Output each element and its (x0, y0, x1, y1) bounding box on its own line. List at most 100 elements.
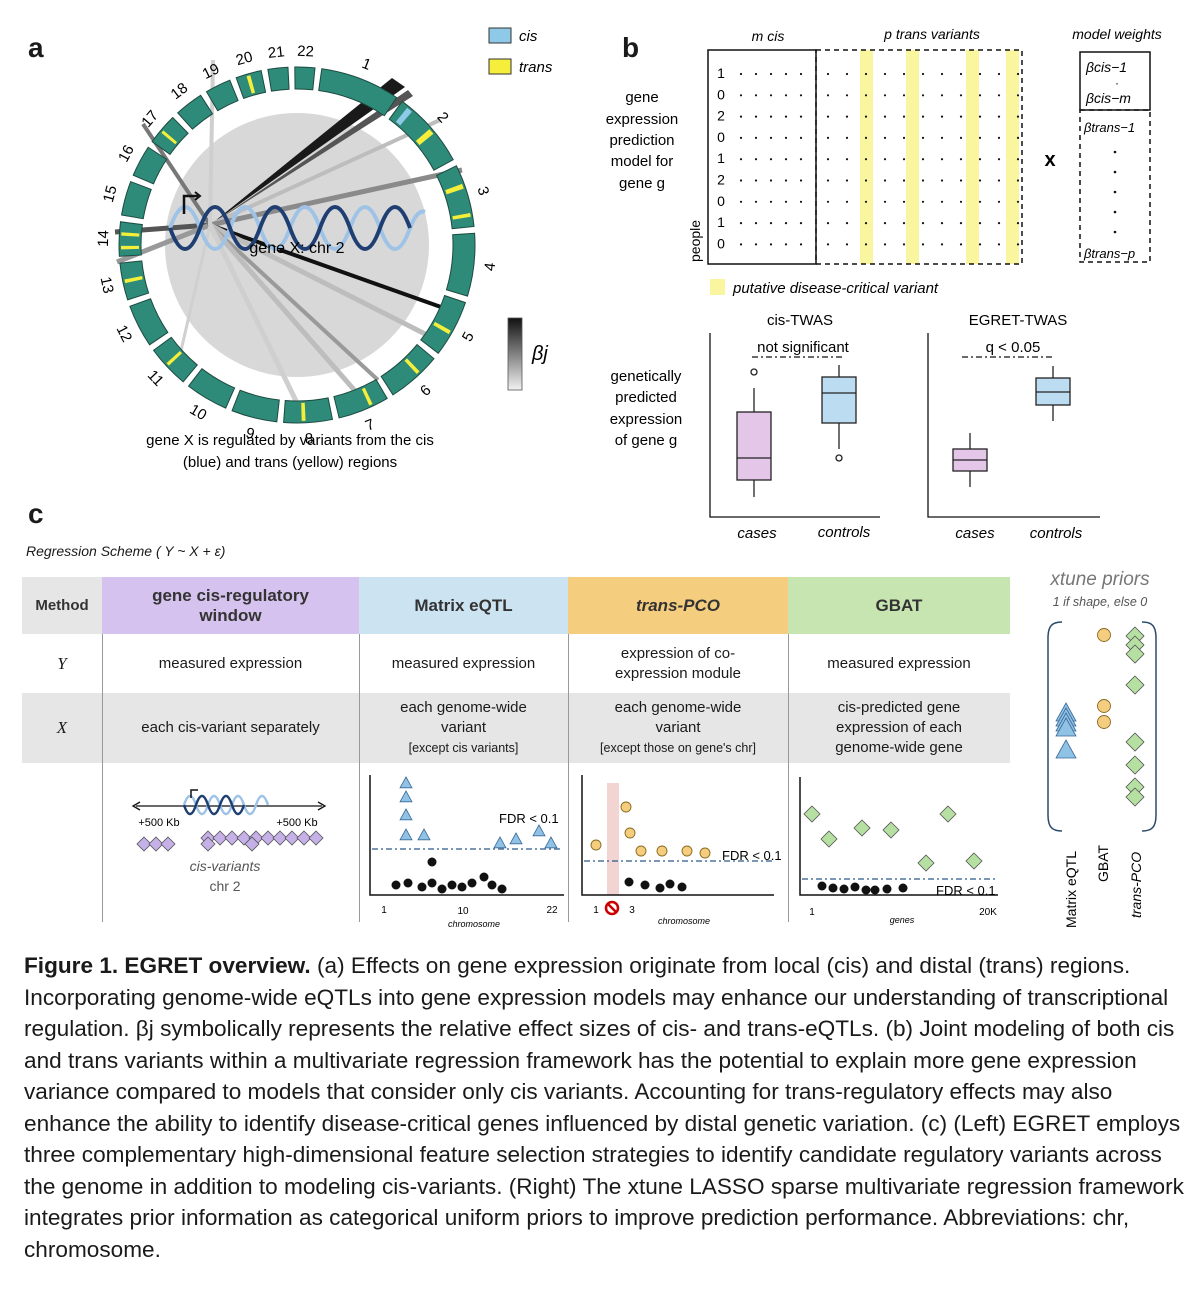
xtune-priors: xtune priors 1 if shape, else 0 Matrix e… (1047, 569, 1157, 928)
eqtl-links (114, 59, 463, 407)
link (208, 59, 215, 226)
column-divider (359, 634, 360, 922)
chromosome-7 (333, 378, 388, 419)
weight-dots (1113, 150, 1117, 234)
cis-variant-diamond (260, 830, 276, 846)
method-mini-plots: +500 Kb +500 Kb cis-variants chr 2 FDR <… (131, 775, 998, 929)
chromosome-label: 21 (267, 43, 285, 62)
trans-pco-plot: FDR < 0.1 1 3 chromosome (581, 775, 782, 926)
nonsignificant-variant (403, 878, 413, 888)
nonsignificant-variant (497, 884, 507, 894)
nonsignificant-variant (427, 857, 437, 867)
legend-cis-swatch (488, 27, 512, 44)
controls-label: controls (818, 524, 871, 541)
chromosome-11 (152, 336, 198, 383)
significant-variant (590, 839, 602, 851)
trans-region (301, 402, 306, 421)
nonsignificant-variant (677, 882, 687, 892)
column-divider (568, 634, 569, 922)
p-trans-label: p trans variants (883, 26, 980, 42)
transpco-prior (1125, 644, 1145, 664)
cases-label: cases (955, 525, 995, 542)
header-matrix-eqtl: Matrix eQTL (359, 577, 568, 634)
weight-cis-1: βcis−1 (1085, 59, 1127, 75)
weight-trans-1: βtrans−1 (1083, 120, 1135, 135)
beta-gradient-bar (507, 317, 523, 391)
chromosome-12 (129, 298, 169, 346)
cis-twas-title: cis-TWAS (767, 312, 833, 329)
method-header: Method (22, 577, 102, 634)
cis-variant-diamond (244, 836, 260, 852)
chromosome-15 (120, 180, 152, 220)
cis-variant-diamond (296, 830, 312, 846)
egret-twas-title: EGRET-TWAS (969, 312, 1068, 329)
nonsignificant-variant (487, 880, 497, 890)
row-label-line: prediction (609, 132, 674, 149)
chromosome-5 (420, 294, 467, 355)
critical-variant-stripe (1006, 50, 1019, 264)
not-significant-label: not significant (757, 339, 850, 356)
genotype-value: 0 (717, 86, 725, 102)
significant-variant (699, 847, 711, 859)
gbat-xlabel: genes (890, 915, 915, 925)
dna-helix-icon (168, 191, 426, 251)
significant-variant (620, 801, 632, 813)
link (207, 223, 301, 407)
xtune-label-transpco: trans-PCO (1128, 852, 1144, 918)
xtune-title: xtune priors (1049, 569, 1150, 590)
trans-region (445, 183, 464, 195)
cis-variant-diamond (224, 830, 240, 846)
significant-variant (544, 836, 558, 849)
chromosome-label: 16 (115, 142, 138, 165)
chromosome-label: 5 (459, 329, 478, 344)
link (208, 223, 380, 382)
multiply-sign: x (1044, 149, 1055, 171)
cis-window-right: +500 Kb (276, 817, 317, 829)
cis-variant-diamond (200, 836, 216, 852)
genotype-value: 1 (717, 150, 725, 166)
cis-variant-diamond (284, 830, 300, 846)
caption-title: Figure 1. EGRET overview. (24, 953, 311, 978)
chromosome-8 (283, 397, 334, 424)
q-value-label: q < 0.05 (986, 339, 1041, 356)
trans-region (361, 387, 373, 406)
box-ylabel-line: of gene g (615, 432, 678, 449)
cis-variant-diamond (136, 836, 152, 852)
nonsignificant-variant (479, 872, 489, 882)
cis-control-box (821, 365, 857, 462)
header-gene-cis: gene cis-regulatory window (102, 577, 359, 634)
nonsignificant-gene (817, 881, 827, 891)
transpco-x-tick: 1 (593, 905, 599, 916)
nonsignificant-gene (870, 885, 880, 895)
cis-window-plot: +500 Kb +500 Kb cis-variants chr 2 (131, 789, 327, 894)
nonsignificant-gene (850, 882, 860, 892)
trans-matrix (815, 49, 1023, 265)
significant-variant (493, 836, 507, 849)
header-gbat: GBAT (788, 577, 1010, 634)
genotype-value: 1 (717, 214, 725, 230)
genotype-value: 2 (717, 108, 725, 124)
link (210, 90, 413, 225)
box-ylabel-line: genetically (611, 368, 682, 385)
chromosome-label: 10 (187, 401, 210, 424)
panel-a-caption-1: gene X is regulated by variants from the… (146, 432, 434, 449)
chromosome-label: 20 (234, 48, 255, 69)
trans-region (161, 130, 178, 145)
link (209, 167, 463, 228)
genotype-value: 0 (717, 129, 725, 145)
gbat-points (803, 805, 983, 895)
cis-chr-label: chr 2 (209, 878, 240, 894)
trans-region (415, 129, 434, 146)
significant-gene (939, 805, 957, 823)
chromosome-6 (380, 343, 435, 396)
link (178, 224, 212, 356)
x-transpco: each genome-wide variant [except those o… (568, 693, 788, 763)
link (209, 223, 456, 314)
gbat-plot: FDR < 0.1 1 20K genes (799, 777, 998, 925)
nonsignificant-variant (447, 880, 457, 890)
chromosome-label: 18 (168, 79, 192, 103)
critical-variant-stripe (966, 50, 979, 264)
chromosome-label: 11 (144, 367, 167, 390)
